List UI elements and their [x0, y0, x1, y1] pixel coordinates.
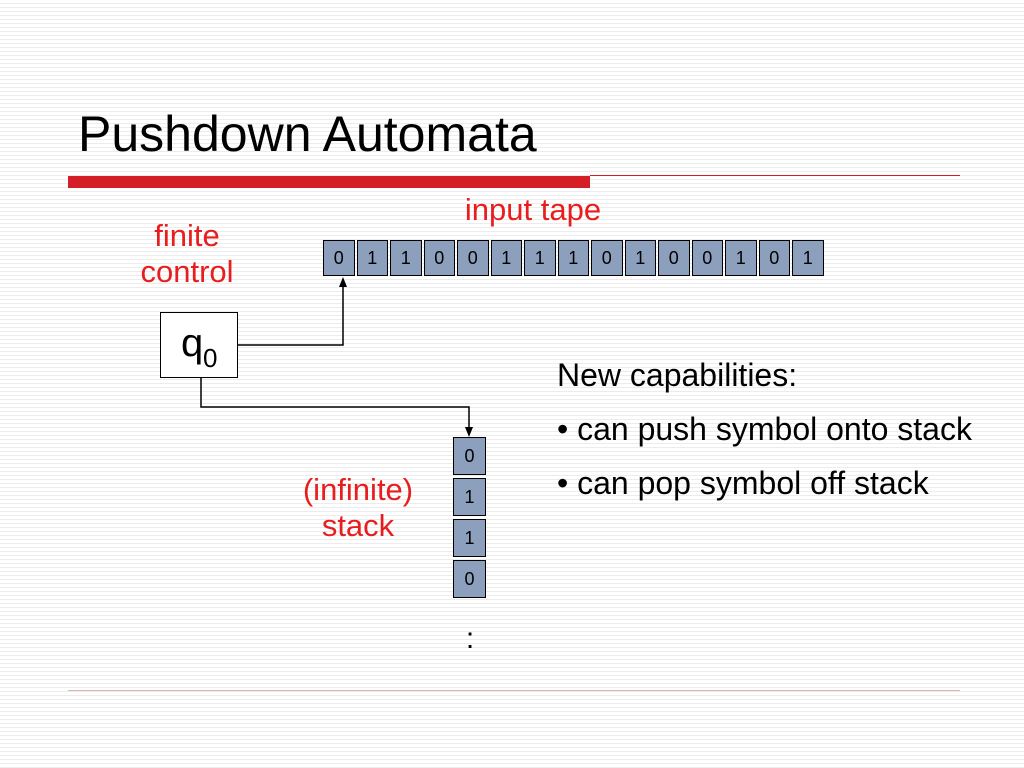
- stack-top-connector: [200, 378, 470, 429]
- slide-title: Pushdown Automata: [78, 106, 537, 162]
- finite-control-state: q 0: [160, 312, 238, 378]
- tape-cell: 1: [390, 240, 422, 276]
- stack-cell: 1: [453, 478, 486, 516]
- stack-top-arrowhead: [465, 427, 473, 437]
- input-tape-label: input tape: [464, 192, 602, 227]
- stack-cell: 0: [453, 560, 486, 598]
- tape-cell: 1: [792, 240, 824, 276]
- stack-label-line-2: stack: [321, 508, 395, 543]
- title-accent-bar: [68, 176, 590, 188]
- state-symbol: q: [181, 321, 204, 365]
- tape-cell: 0: [423, 240, 455, 276]
- state-subscript: 0: [203, 343, 218, 373]
- tape-head-connector: [238, 285, 344, 346]
- tape-cell: 0: [758, 240, 790, 276]
- title-rule: [590, 175, 960, 176]
- footer-rule: [68, 690, 960, 691]
- tape-cell: 1: [356, 240, 388, 276]
- capabilities-text: New capabilities: • can push symbol onto…: [557, 354, 987, 516]
- tape-cell: 1: [725, 240, 757, 276]
- tape-cell: 1: [524, 240, 556, 276]
- tape-cell: 0: [323, 240, 355, 276]
- finite-control-label: finite control: [118, 218, 256, 290]
- capability-pop: • can pop symbol off stack: [557, 465, 929, 501]
- tape-cell: 1: [490, 240, 522, 276]
- tape-cell: 0: [591, 240, 623, 276]
- stack-label: (infinite) stack: [282, 472, 434, 544]
- stack-cell: 0: [453, 437, 486, 475]
- stack-continuation: :: [465, 622, 475, 655]
- capabilities-heading: New capabilities:: [557, 357, 798, 393]
- tape-head-arrowhead: [339, 277, 347, 287]
- tape-cell: 0: [658, 240, 690, 276]
- stack-cell: 1: [453, 519, 486, 557]
- stack-label-line-1: (infinite): [302, 472, 414, 507]
- tape-cell: 0: [457, 240, 489, 276]
- finite-control-label-line-1: finite: [154, 218, 220, 253]
- tape-cell: 1: [557, 240, 589, 276]
- capability-push: • can push symbol onto stack: [557, 411, 972, 447]
- finite-control-label-line-2: control: [140, 254, 234, 289]
- tape-cell: 0: [691, 240, 723, 276]
- tape-cell: 1: [624, 240, 656, 276]
